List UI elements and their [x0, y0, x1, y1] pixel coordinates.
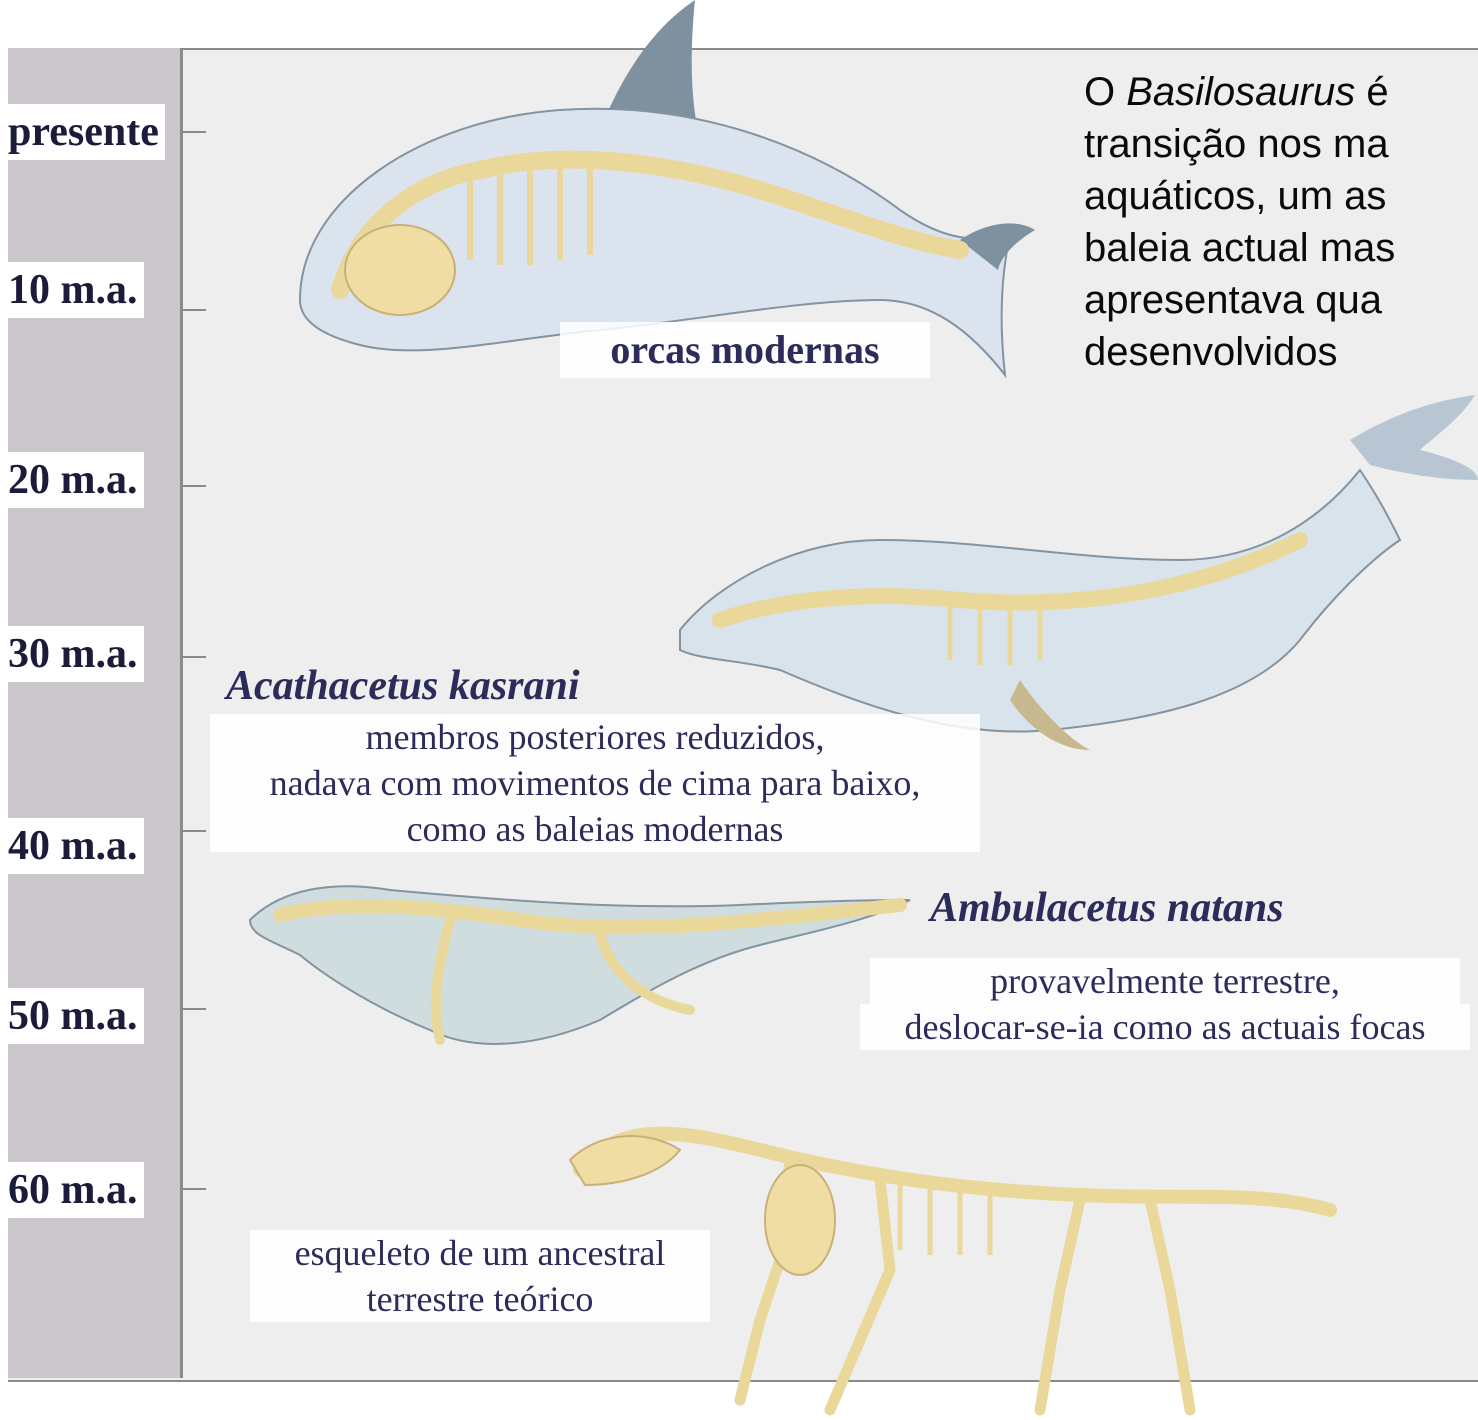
tick-label-presente: presente: [6, 104, 165, 160]
ancestor-spine: [580, 1134, 1330, 1210]
basilosaurus-callout: O Basilosaurus é transição nos ma aquáti…: [1084, 66, 1478, 378]
ancestor-skull: [570, 1136, 680, 1185]
ancestor-desc-2: terrestre teórico: [250, 1276, 710, 1322]
tick-mark-40ma: [182, 830, 206, 832]
tick-mark-20ma: [182, 485, 206, 487]
ambulacetus-desc-2: deslocar-se-ia como as actuais focas: [860, 1004, 1470, 1050]
ambulacetus-illustration: [250, 886, 910, 1044]
acathacetus-name: Acathacetus kasrani: [226, 660, 580, 712]
callout-line-6: desenvolvidos: [1084, 326, 1478, 378]
callout-line-1: O Basilosaurus é: [1084, 66, 1478, 118]
callout-line-3: aquáticos, um as: [1084, 170, 1478, 222]
tick-label-20ma: 20 m.a.: [6, 452, 144, 508]
tick-label-40ma: 40 m.a.: [6, 818, 144, 874]
callout-line-4: baleia actual mas: [1084, 222, 1478, 274]
acathacetus-desc-2: nadava com movimentos de cima para baixo…: [210, 760, 980, 806]
tick-label-60ma: 60 m.a.: [6, 1162, 144, 1218]
tick-label-50ma: 50 m.a.: [6, 988, 144, 1044]
orca-caption: orcas modernas: [560, 322, 930, 378]
tick-mark-30ma: [182, 656, 206, 658]
callout-basilosaurus-name: Basilosaurus: [1126, 70, 1355, 114]
ambulacetus-desc-1: provavelmente terrestre,: [870, 958, 1460, 1004]
whale-tail: [1350, 395, 1478, 480]
orca-illustration: [300, 0, 1035, 375]
tick-mark-60ma: [182, 1188, 206, 1190]
acathacetus-desc-1: membros posteriores reduzidos,: [210, 714, 980, 760]
tick-mark-50ma: [182, 1008, 206, 1010]
ancestor-desc-1: esqueleto de um ancestral: [250, 1230, 710, 1276]
callout-line-5: apresentava qua: [1084, 274, 1478, 326]
callout-line-2: transição nos ma: [1084, 118, 1478, 170]
tick-mark-10ma: [182, 309, 206, 311]
tick-mark-presente: [182, 131, 206, 133]
tick-label-30ma: 30 m.a.: [6, 626, 144, 682]
tick-label-10ma: 10 m.a.: [6, 262, 144, 318]
acathacetus-desc-3: como as baleias modernas: [210, 806, 980, 852]
ambulacetus-name: Ambulacetus natans: [930, 882, 1284, 934]
basilosaurus-illustration: [680, 395, 1478, 750]
